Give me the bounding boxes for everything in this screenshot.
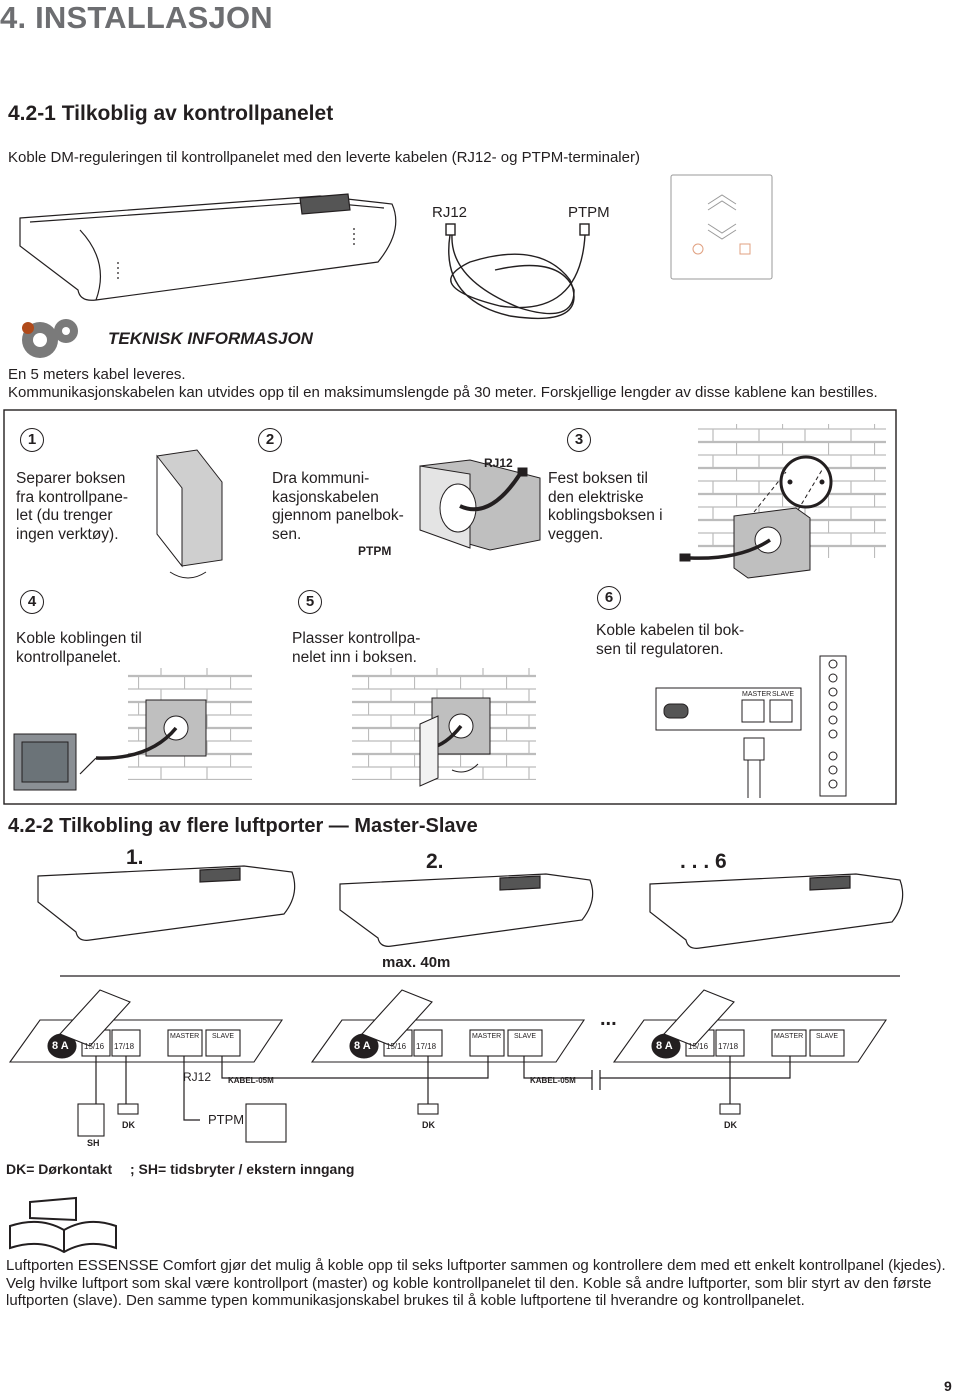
footer-paragraph: Luftporten ESSENSSE Comfort gjør det mul… <box>6 1257 946 1309</box>
connection-lines <box>95 1056 791 1121</box>
step-number-2: 2 <box>258 428 282 452</box>
dk-label: DK <box>122 1120 135 1130</box>
step-number-5: 5 <box>298 590 322 614</box>
step4-illustration <box>13 699 207 791</box>
terminal-label: 17/18 <box>416 1042 437 1051</box>
slave-label: SLAVE <box>816 1033 839 1040</box>
step-number-3: 3 <box>567 428 591 452</box>
dk-label: DK <box>422 1120 435 1130</box>
page-number: 9 <box>944 1378 952 1394</box>
tech-info-title: TEKNISK INFORMASJON <box>108 329 313 348</box>
subsection-title-1: 4.2-1 Tilkoblig av kontrollpanelet <box>8 102 334 125</box>
rj12-label: RJ12 <box>183 1070 212 1084</box>
more-units-dots: ... <box>600 1008 617 1030</box>
cable-label: KABEL-05M <box>228 1076 274 1085</box>
unit-number-6: . . . 6 <box>680 850 727 873</box>
terminal-label: 17/18 <box>114 1042 135 1051</box>
cable-coil <box>445 223 590 320</box>
terminal-label: 15/16 <box>386 1042 407 1051</box>
manual-book-icon <box>9 1196 117 1254</box>
legend-sh: ; SH= tidsbryter / ekstern inngang <box>130 1161 355 1177</box>
terminal-label: 15/16 <box>688 1042 709 1051</box>
air-curtain-unit <box>19 193 397 301</box>
steps-frame <box>3 409 897 805</box>
master-label: MASTER <box>774 1033 804 1040</box>
unit-number-1: 1. <box>126 846 144 869</box>
fuse-label: 8 A <box>354 1040 371 1052</box>
step2-label-ptpm: PTPM <box>358 544 392 558</box>
master-label: MASTER <box>472 1033 502 1040</box>
fuse-label: 8 A <box>52 1040 69 1052</box>
tech-info-line: En 5 meters kabel leveres. <box>8 366 186 383</box>
dk-label: DK <box>724 1120 737 1130</box>
curtain-row <box>37 865 904 949</box>
tech-info-line: Kommunikasjonskabelen kan utvides opp ti… <box>8 384 878 401</box>
step-number-6: 6 <box>597 586 621 610</box>
step6-illustration <box>655 655 847 798</box>
step-number-4: 4 <box>20 590 44 614</box>
unit-number-2: 2. <box>426 850 444 873</box>
max-distance-label: max. 40m <box>382 954 451 971</box>
sh-label: SH <box>87 1138 100 1148</box>
step-number-1: 1 <box>20 428 44 452</box>
step1-illustration <box>156 449 223 579</box>
step-text-5: Plasser kontrollpa-nelet inn i boksen. <box>292 630 421 666</box>
subsection-title-2: 4.2-2 Tilkobling av flere luftporter — M… <box>8 815 478 837</box>
master-label: MASTER <box>170 1033 200 1040</box>
step-text-6: Koble kabelen til bok-sen til regulatore… <box>596 622 745 658</box>
gear-icon <box>22 319 78 358</box>
cable-label: KABEL-05M <box>530 1076 576 1085</box>
section-title: 4. INSTALLASJON <box>0 0 273 35</box>
fuse-label: 8 A <box>656 1040 673 1052</box>
step3-illustration <box>679 455 833 579</box>
step6-label-slave: SLAVE <box>772 691 795 698</box>
cable-label-ptpm: PTPM <box>568 204 610 221</box>
wiring-strips <box>8 989 888 1063</box>
intro-text: Koble DM-reguleringen til kontrollpanele… <box>8 149 640 166</box>
cable-label-rj12: RJ12 <box>432 204 468 221</box>
legend-dk: DK= Dørkontakt <box>6 1161 113 1177</box>
slave-label: SLAVE <box>514 1033 537 1040</box>
step6-label-master: MASTER <box>742 691 772 698</box>
step2-illustration <box>419 459 541 551</box>
switch-symbols <box>77 1103 741 1143</box>
slave-label: SLAVE <box>212 1033 235 1040</box>
terminal-label: 15/16 <box>84 1042 105 1051</box>
step2-label-rj12: RJ12 <box>484 456 513 470</box>
control-panel <box>670 174 773 280</box>
ptpm-label: PTPM <box>208 1112 245 1127</box>
step5-illustration <box>419 697 491 787</box>
terminal-label: 17/18 <box>718 1042 739 1051</box>
